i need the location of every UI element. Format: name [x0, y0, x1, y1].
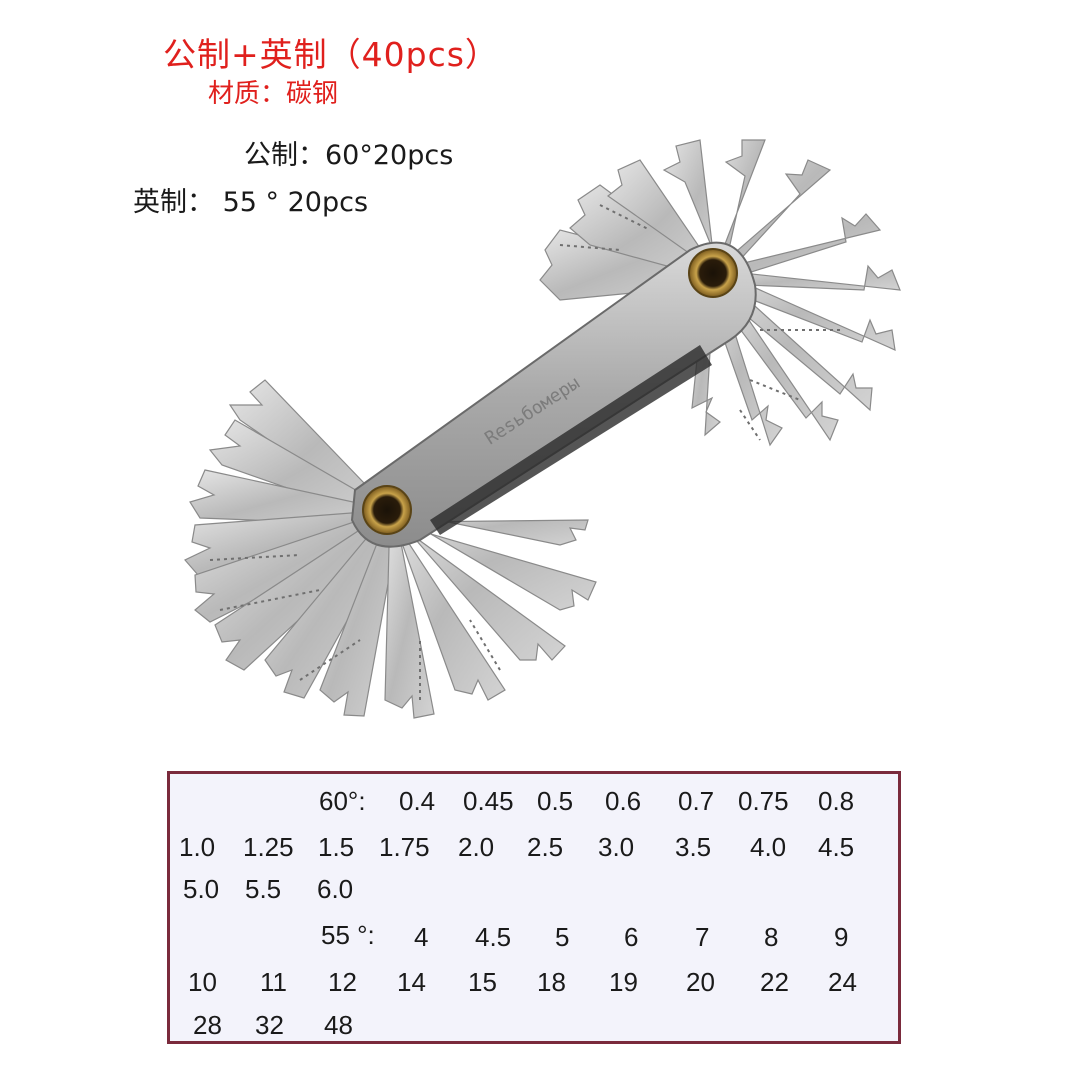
metric-value: 0.4 — [399, 786, 436, 816]
imperial-value: 7 — [695, 922, 710, 952]
metric-value: 0.45 — [463, 786, 514, 816]
imperial-value: 8 — [764, 922, 779, 952]
metric-value: 3.5 — [675, 832, 712, 862]
imperial-value: 5 — [555, 922, 570, 952]
metric-value: 0.6 — [605, 786, 642, 816]
metric-value: 2.5 — [527, 832, 564, 862]
pitch-table: 60°: 0.4 0.45 0.5 0.6 0.7 0.75 0.8 1.0 1… — [167, 771, 901, 1044]
metric-value: 4.0 — [750, 832, 787, 862]
imperial-value: 22 — [760, 967, 789, 997]
metric-value: 0.7 — [678, 786, 715, 816]
metric-angle-label: 60°: — [319, 786, 366, 816]
metric-value: 2.0 — [458, 832, 495, 862]
imperial-value: 6 — [624, 922, 639, 952]
metric-value: 1.5 — [318, 832, 355, 862]
imperial-value: 15 — [468, 967, 497, 997]
imperial-value: 18 — [537, 967, 566, 997]
imperial-value: 9 — [834, 922, 849, 952]
metric-value: 5.5 — [245, 874, 282, 904]
metric-value: 3.0 — [598, 832, 635, 862]
lower-leaf-fan — [184, 379, 597, 719]
imperial-spec: 英制： 55 ° 20pcs — [133, 187, 369, 218]
imperial-value: 24 — [828, 967, 857, 997]
imperial-value: 14 — [397, 967, 426, 997]
metric-value: 0.75 — [738, 786, 789, 816]
imperial-value: 28 — [193, 1010, 222, 1040]
metric-value: 6.0 — [317, 874, 354, 904]
metric-value: 5.0 — [183, 874, 220, 904]
product-title: 公制+英制（40pcs） — [163, 35, 499, 74]
imperial-value: 19 — [609, 967, 638, 997]
thread-gauge-photo: Resьбомеры — [184, 139, 901, 719]
metric-value: 0.8 — [818, 786, 855, 816]
imperial-value: 4.5 — [475, 922, 512, 952]
imperial-value: 20 — [686, 967, 715, 997]
metric-spec: 公制：60°20pcs — [244, 140, 454, 171]
metric-value: 1.75 — [379, 832, 430, 862]
metric-value: 4.5 — [818, 832, 855, 862]
imperial-value: 4 — [414, 922, 429, 952]
imperial-value: 12 — [328, 967, 357, 997]
upper-rivet — [688, 248, 738, 298]
metric-value: 1.25 — [243, 832, 294, 862]
lower-rivet — [362, 485, 412, 535]
imperial-value: 32 — [255, 1010, 284, 1040]
imperial-value: 48 — [324, 1010, 353, 1040]
metric-value: 1.0 — [179, 832, 216, 862]
material-label: 材质：碳钢 — [208, 79, 339, 109]
imperial-angle-label: 55 °: — [321, 920, 375, 950]
metric-value: 0.5 — [537, 786, 574, 816]
imperial-value: 10 — [188, 967, 217, 997]
imperial-value: 11 — [260, 967, 287, 997]
